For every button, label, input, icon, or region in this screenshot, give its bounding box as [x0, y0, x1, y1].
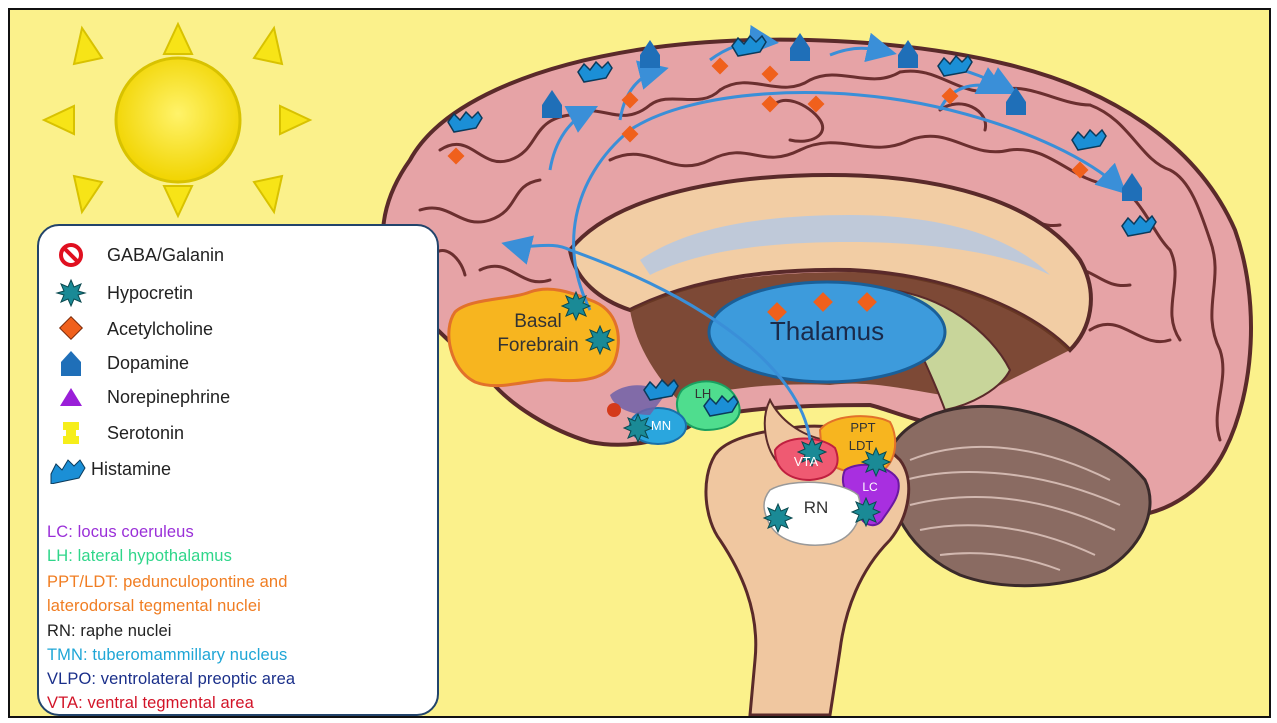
- abbr-ppt-ldt-2: laterodorsal tegmental nuclei: [47, 597, 261, 616]
- legend-label-serotonin: Serotonin: [107, 423, 184, 444]
- legend-item-acetylcholine: Acetylcholine: [53, 314, 213, 344]
- vta-label: VTA: [784, 454, 828, 469]
- norepinephrine-icon: [53, 382, 95, 412]
- abbr-ppt-ldt-1: PPT/LDT: pedunculopontine and: [47, 573, 287, 592]
- abbr-vta: VTA: ventral tegmental area: [47, 694, 254, 713]
- abbr-lh: LH: lateral hypothalamus: [47, 547, 232, 566]
- abbr-lc: LC: locus coeruleus: [47, 523, 194, 542]
- legend-label-gaba: GABA/Galanin: [107, 245, 224, 266]
- basal-forebrain-label: Basal Forebrain: [478, 310, 598, 358]
- hypocretin-icon: [53, 278, 95, 308]
- legend-item-norepinephrine: Norepinephrine: [53, 382, 230, 412]
- legend-label-hypocretin: Hypocretin: [107, 283, 193, 304]
- abbr-rn: RN: raphe nuclei: [47, 622, 172, 641]
- legend-label-acetylcholine: Acetylcholine: [107, 319, 213, 340]
- legend-label-dopamine: Dopamine: [107, 353, 189, 374]
- legend-item-serotonin: Serotonin: [53, 418, 184, 448]
- diagram-canvas: Basal Forebrain Thalamus PPT LDT VTA RN …: [8, 8, 1271, 718]
- legend-item-dopamine: Dopamine: [53, 348, 189, 378]
- basal-forebrain-label-line1: Basal: [478, 310, 598, 334]
- serotonin-icon: [53, 418, 95, 448]
- rn-label: RN: [794, 498, 838, 518]
- abbr-vlpo: VLPO: ventrolateral preoptic area: [47, 670, 295, 689]
- legend-label-histamine: Histamine: [91, 459, 171, 480]
- legend-panel: GABA/Galanin Hypocretin Acetylcholine Do…: [37, 224, 439, 716]
- gaba-galanin-icon: [53, 240, 95, 270]
- sun-icon: [44, 24, 310, 216]
- ppt-label: PPT: [838, 420, 888, 435]
- ldt-label: LDT: [836, 438, 886, 453]
- thalamus-label: Thalamus: [732, 316, 922, 347]
- legend-item-hypocretin: Hypocretin: [53, 278, 193, 308]
- lh-label: LH: [688, 386, 718, 401]
- acetylcholine-icon: [53, 314, 95, 344]
- tmn-label: MN: [644, 418, 678, 433]
- basal-forebrain-label-line2: Forebrain: [478, 334, 598, 358]
- legend-item-histamine: Histamine: [45, 454, 171, 484]
- lc-label: LC: [856, 480, 884, 494]
- dopamine-icon: [53, 348, 95, 378]
- legend-label-norepinephrine: Norepinephrine: [107, 387, 230, 408]
- abbr-tmn: TMN: tuberomammillary nucleus: [47, 646, 287, 665]
- histamine-icon: [45, 454, 87, 484]
- legend-item-gaba: GABA/Galanin: [53, 240, 224, 270]
